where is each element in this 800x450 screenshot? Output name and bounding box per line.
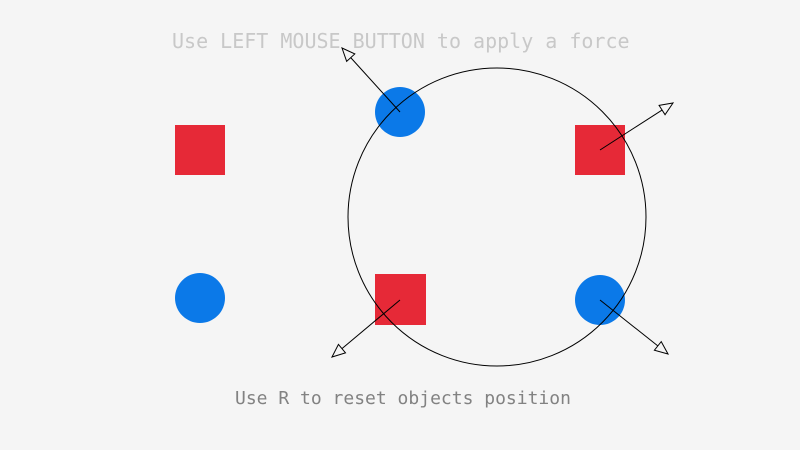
force-arrow-line bbox=[350, 57, 401, 113]
force-arrow-head bbox=[658, 102, 675, 116]
force-arrow-head bbox=[653, 340, 670, 355]
force-arrow-line bbox=[599, 299, 659, 347]
force-arrow-line bbox=[341, 299, 401, 350]
force-arrow-head bbox=[331, 343, 347, 358]
hint-reset-text: Use R to reset objects position bbox=[235, 388, 571, 409]
red-square-bottom[interactable] bbox=[375, 274, 426, 325]
boundary-circle-outline bbox=[347, 67, 647, 367]
hint-apply-force-text: Use LEFT MOUSE BUTTON to apply a force bbox=[172, 29, 630, 53]
blue-circle-left[interactable] bbox=[175, 273, 225, 323]
force-arrow-line bbox=[599, 109, 663, 151]
red-square-left[interactable] bbox=[175, 125, 225, 175]
force-arrow-head bbox=[341, 47, 356, 63]
